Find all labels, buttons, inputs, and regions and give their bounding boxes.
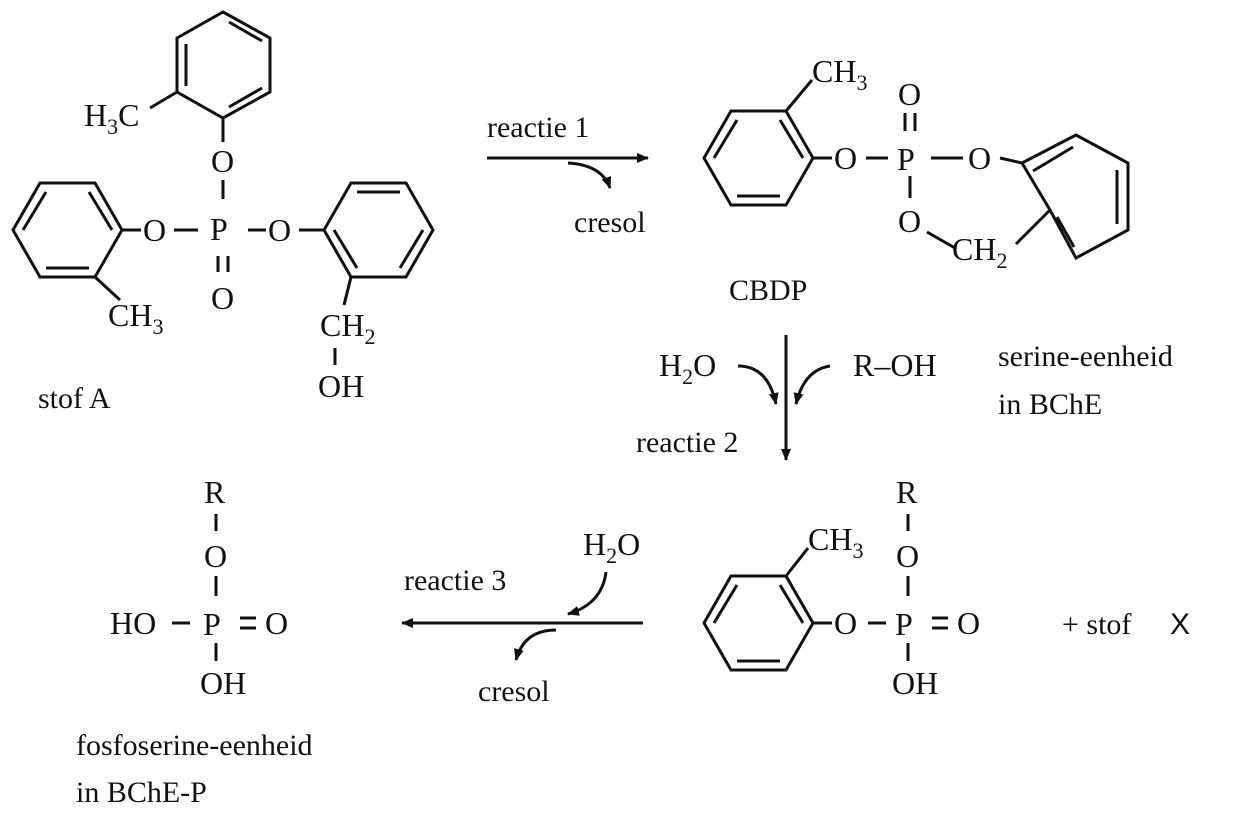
intermediate-oh: OH <box>892 665 938 701</box>
fosfoserine-o-serine: O <box>204 538 227 574</box>
fosfoserine-phosphorus: P <box>203 606 221 642</box>
fosfoserine-ho: HO <box>110 605 156 641</box>
intermediate-o-serine: O <box>896 538 919 574</box>
cbdp-o-ring: O <box>898 203 921 239</box>
intermediate-phosphorus: P <box>895 606 913 642</box>
fosfoserine-molecule: R O P HO O OH fosfoserine-eenheid in BCh… <box>76 474 313 809</box>
stof-a-top-benzene-ring <box>175 10 272 120</box>
cbdp-o-left: O <box>834 140 857 176</box>
stof-a-o-right: O <box>268 212 291 248</box>
serine-label: serine-eenheid <box>998 340 1173 373</box>
cbdp-molecule: CH3 O P O O O CH2 CBDP <box>702 53 1130 307</box>
fosfoserine-o-double: O <box>265 605 288 641</box>
reaction-1-cresol-curved-arrow <box>567 161 612 189</box>
stof-a-ch2: CH2 <box>320 307 375 349</box>
stof-a-right-benzene-ring <box>322 181 435 279</box>
reaction-1: reactie 1 cresol <box>487 111 649 239</box>
reactie-3-cresol: cresol <box>478 675 550 708</box>
stof-a-phosphorus: P <box>210 211 228 247</box>
reaction-3-water-curved-arrow <box>567 571 608 616</box>
reaction-3: reactie 3 H2O cresol <box>401 526 643 708</box>
intermediate-o-aryl: O <box>834 605 857 641</box>
cbdp-right-benzene-ring <box>1019 133 1130 261</box>
intermediate-molecule: CH3 O P O R O OH + stof X <box>702 474 1190 701</box>
reactie-2-label: reactie 2 <box>636 426 738 459</box>
serine-in-bche: in BChE <box>998 388 1102 421</box>
cbdp-label: CBDP <box>729 274 807 307</box>
stof-a-o-left: O <box>143 212 166 248</box>
reactie-2-water: H2O <box>659 347 716 389</box>
stof-a-molecule: H3C O P O O CH3 O CH2 OH <box>11 10 435 415</box>
fosfoserine-in-bche-p: in BChE-P <box>76 776 207 809</box>
reaction-2: H2O R–OH serine-eenheid in BChE reactie … <box>636 335 1173 461</box>
cbdp-phosphorus: P <box>897 141 915 177</box>
reaction-2-serine-curved-arrow <box>793 364 831 405</box>
intermediate-methyl: CH3 <box>808 521 863 563</box>
stof-a-o-top: O <box>211 143 234 179</box>
stof-a-o-double: O <box>211 280 234 316</box>
stof-a-methyl-left: CH3 <box>108 297 163 339</box>
cbdp-left-benzene-ring <box>702 109 815 207</box>
fosfoserine-r: R <box>204 474 226 510</box>
stof-a-left-benzene-ring <box>11 181 124 279</box>
reaction-2-water-curved-arrow <box>737 364 779 405</box>
intermediate-o-double: O <box>957 605 980 641</box>
stof-a-methyl-top: H3C <box>84 97 139 139</box>
stof-x-label: X <box>1170 608 1190 641</box>
fosfoserine-oh: OH <box>200 665 246 701</box>
fosfoserine-label: fosfoserine-eenheid <box>76 729 313 762</box>
reactie-1-cresol: cresol <box>574 206 646 239</box>
reaction-3-cresol-curved-arrow <box>514 628 557 661</box>
reactie-1-label: reactie 1 <box>487 111 589 144</box>
stof-a-oh: OH <box>318 368 364 404</box>
cbdp-ch2: CH2 <box>952 231 1007 273</box>
reactie-2-r-oh: R–OH <box>853 347 937 383</box>
stof-a-label: stof A <box>38 382 111 415</box>
reactie-3-label: reactie 3 <box>404 564 506 597</box>
cbdp-o-right: O <box>968 140 991 176</box>
cbdp-o-double: O <box>898 76 921 112</box>
plus-stof-label: + stof <box>1062 608 1131 641</box>
reactie-3-water: H2O <box>583 526 640 568</box>
intermediate-r: R <box>896 474 918 510</box>
cbdp-methyl: CH3 <box>812 53 867 95</box>
intermediate-benzene-ring <box>702 574 815 672</box>
